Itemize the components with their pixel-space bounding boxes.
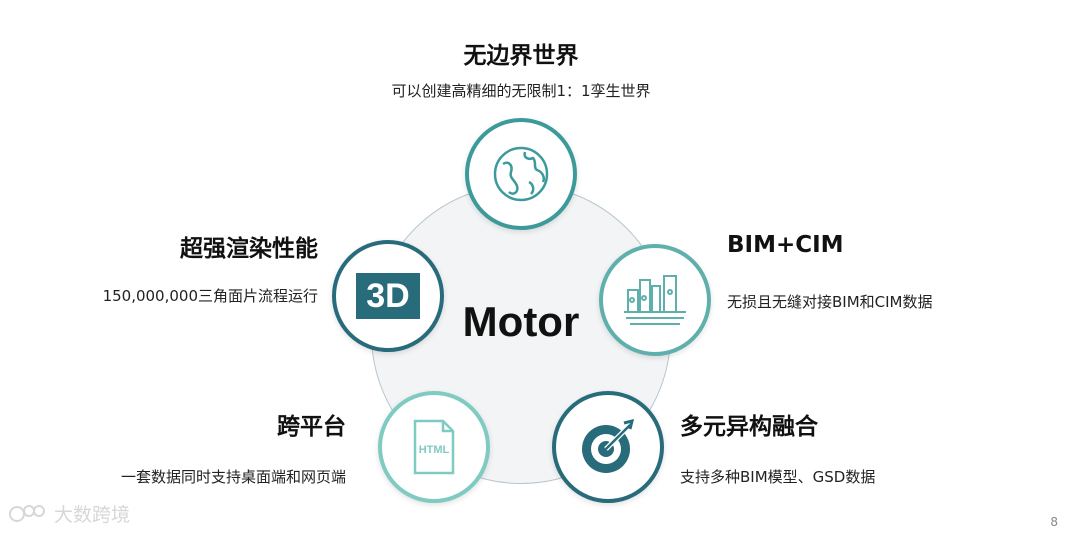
bottom-left-node-title: 跨平台 [277,414,346,440]
left-node-title: 超强渲染性能 [180,236,318,262]
3d-icon: 3D [356,273,420,319]
target-icon [582,418,635,473]
globe-icon [493,146,549,202]
right-node-title: BIM+CIM [727,232,844,258]
center-label: Motor [462,298,580,345]
html-icon-text: HTML [419,444,450,456]
bottom-left-node-desc: 一套数据同时支持桌面端和网页端 [120,468,346,486]
right-node-desc: 无损且无缝对接BIM和CIM数据 [727,293,933,311]
bottom-right-node-desc: 支持多种BIM模型、GSD数据 [680,468,876,486]
watermark-text: 大数跨境 [54,504,131,526]
city-node [599,244,711,356]
3d-node: 3D [332,240,444,352]
html-node: HTML [378,391,490,503]
watermark-icon [9,504,45,522]
html-file-icon: HTML [413,419,455,475]
globe-node [465,118,577,230]
page-number: 8 [1050,515,1058,529]
top-node-title: 无边界世界 [463,43,579,69]
watermark-logo: 大数跨境 [8,500,130,527]
city-icon [624,275,686,325]
top-node-desc: 可以创建高精细的无限制1：1孪生世界 [391,82,651,100]
left-node-desc: 150,000,000三角面片流程运行 [102,287,318,305]
target-node [552,391,664,503]
bottom-right-node-title: 多元异构融合 [680,414,818,440]
